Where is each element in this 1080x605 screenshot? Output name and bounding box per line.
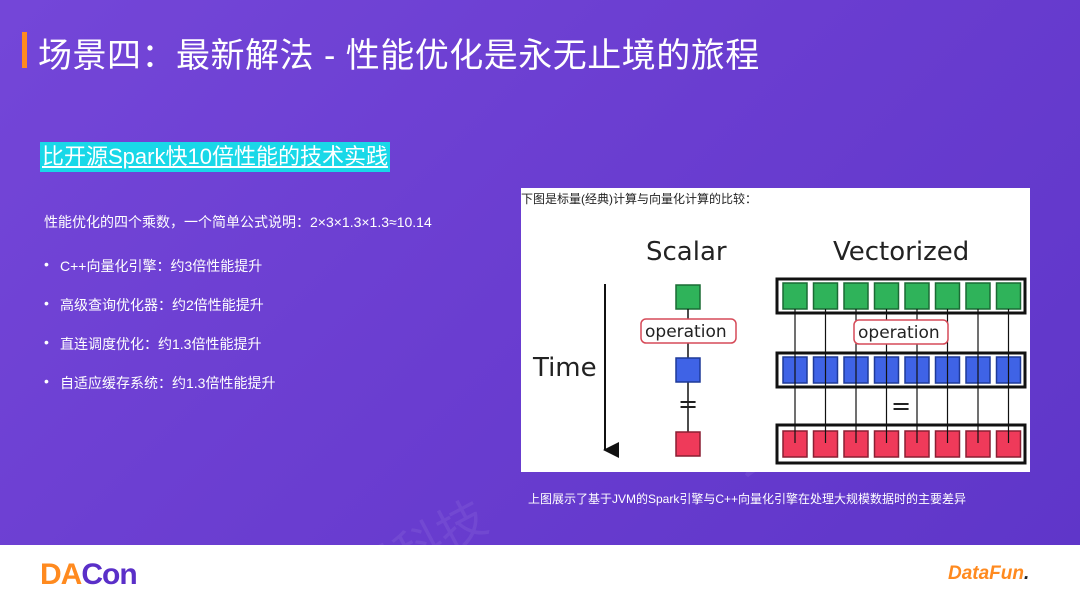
scalar-vs-vector-figure: 下图是标量(经典)计算与向量化计算的比较： Scalar Vectorized … xyxy=(521,188,1030,472)
scalar-mid-square xyxy=(675,357,701,383)
vector-cell xyxy=(934,282,961,310)
vector-cell xyxy=(873,282,900,310)
vector-squares xyxy=(782,282,1022,458)
vector-cell xyxy=(904,282,930,310)
logo-con-text: Con xyxy=(81,558,137,591)
bullet-label: 直连调度优化：约1.3倍性能提升 xyxy=(60,336,262,352)
operation-label-scalar: operation xyxy=(645,322,727,342)
vector-equals: = xyxy=(891,392,911,420)
logo-datafun-text: DataFun xyxy=(948,563,1024,584)
section-subtitle: 比开源Spark快10倍性能的技术实践 xyxy=(40,142,390,172)
logo-da-text: DA xyxy=(40,558,82,591)
list-item: • 直连调度优化：约1.3倍性能提升 xyxy=(44,334,275,373)
scalar-output-square xyxy=(675,431,701,457)
vector-cell xyxy=(995,282,1022,310)
bullet-label: 自适应缓存系统：约1.3倍性能提升 xyxy=(60,375,276,391)
scalar-input-square xyxy=(675,284,701,310)
vector-mid-frame xyxy=(775,351,1027,389)
vector-cell xyxy=(965,282,991,310)
footer-bar xyxy=(0,545,1080,605)
scalar-label: Scalar xyxy=(646,237,727,267)
figure-caption-bottom: 上图展示了基于JVM的Spark引擎与C++向量化引擎在处理大规模数据时的主要差… xyxy=(528,492,967,506)
title-accent-bar xyxy=(22,32,27,68)
bullet-label: 高级查询优化器：约2倍性能提升 xyxy=(60,297,264,313)
vector-output-frame xyxy=(775,423,1027,465)
page-title: 场景四：最新解法 - 性能优化是永无止境的旅程 xyxy=(38,37,760,75)
vector-cell xyxy=(782,282,808,310)
bullet-icon: • xyxy=(44,373,49,389)
time-label: Time xyxy=(532,353,597,383)
vector-input-frame xyxy=(775,277,1027,315)
operation-label-vector: operation xyxy=(858,323,940,343)
vector-cell xyxy=(812,282,839,310)
intro-text: 性能优化的四个乘数，一个简单公式说明：2×3×1.3×1.3≈10.14 xyxy=(44,214,432,230)
bullet-label: C++向量化引擎：约3倍性能提升 xyxy=(60,258,263,274)
vector-cell xyxy=(843,282,869,310)
datafun-logo: DataFun. xyxy=(948,563,1029,585)
diagram-svg: Scalar Vectorized Time operation = opera… xyxy=(532,237,1027,465)
operation-box-scalar xyxy=(640,318,737,344)
list-item: • C++向量化引擎：约3倍性能提升 xyxy=(44,256,275,295)
dacon-logo: DACon xyxy=(40,558,138,592)
bullet-icon: • xyxy=(44,334,49,350)
list-item: • 自适应缓存系统：约1.3倍性能提升 xyxy=(44,373,275,412)
bullet-icon: • xyxy=(44,256,49,272)
figure-caption-top: 下图是标量(经典)计算与向量化计算的比较： xyxy=(521,192,757,206)
bullet-icon: • xyxy=(44,295,49,311)
logo-datafun-dot: . xyxy=(1024,563,1030,584)
scalar-equals: = xyxy=(678,390,698,418)
operation-box-vector xyxy=(853,319,949,345)
bullet-list: • C++向量化引擎：约3倍性能提升 • 高级查询优化器：约2倍性能提升 • 直连调度… xyxy=(44,256,275,412)
vectorized-label: Vectorized xyxy=(833,237,969,267)
list-item: • 高级查询优化器：约2倍性能提升 xyxy=(44,295,275,334)
